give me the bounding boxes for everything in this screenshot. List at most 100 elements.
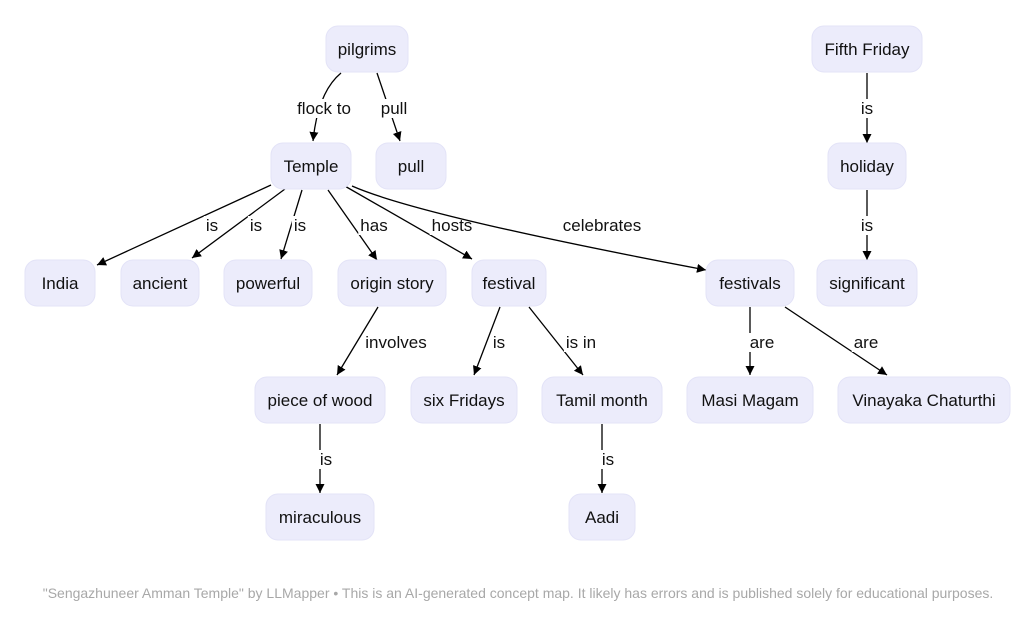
edge-label-background — [560, 216, 644, 235]
edge-label-background — [429, 216, 475, 235]
node-ancient: ancient — [120, 259, 200, 307]
edge-label: is — [861, 216, 873, 235]
edge-origin_story-to-piece_of_wood: involves — [336, 306, 429, 376]
edge-label-background — [490, 333, 508, 352]
node-label: ancient — [133, 274, 188, 293]
node-piece-of-wood: piece of wood — [254, 376, 386, 424]
edge-temple-to-festival: hosts — [342, 184, 475, 260]
node-box — [837, 376, 1011, 424]
edge-label-background — [203, 216, 221, 235]
edge-label-background — [599, 450, 617, 469]
edge-fifth_friday-to-holiday: is — [858, 73, 876, 143]
edge-label: are — [750, 333, 775, 352]
node-label: Vinayaka Chaturthi — [852, 391, 995, 410]
node-label: festivals — [719, 274, 780, 293]
node-origin-story: origin story — [337, 259, 447, 307]
node-pilgrims: pilgrims — [325, 25, 409, 73]
node-label: Masi Magam — [701, 391, 798, 410]
node-label: Temple — [284, 157, 339, 176]
node-temple: Temple — [270, 142, 352, 190]
node-box — [811, 25, 923, 73]
edge-label-background — [247, 216, 265, 235]
node-box — [120, 259, 200, 307]
edge-arrow — [342, 184, 473, 260]
node-festival: festival — [471, 259, 547, 307]
node-tamil-month: Tamil month — [541, 376, 663, 424]
edge-temple-to-ancient: is — [191, 188, 286, 259]
edge-label-background — [378, 99, 410, 118]
node-six-fridays: six Fridays — [410, 376, 518, 424]
node-box — [471, 259, 547, 307]
node-box — [254, 376, 386, 424]
edge-tamil_month-to-aadi: is — [597, 424, 617, 493]
node-label: India — [42, 274, 79, 293]
node-miraculous: miraculous — [265, 493, 375, 541]
edge-label: is — [206, 216, 218, 235]
node-box — [24, 259, 96, 307]
edge-label-background — [858, 216, 876, 235]
node-significant: significant — [816, 259, 918, 307]
edge-label-background — [858, 99, 876, 118]
edge-temple-to-origin_story: has — [327, 189, 390, 261]
node-pull: pull — [375, 142, 447, 190]
edge-label: flock to — [297, 99, 351, 118]
footer-credit: "Sengazhuneer Amman Temple" by LLMapper … — [42, 585, 994, 601]
node-box — [816, 259, 918, 307]
node-box — [375, 142, 447, 190]
edge-arrow — [191, 188, 286, 259]
node-box — [265, 493, 375, 541]
edge-arrow — [351, 185, 707, 273]
node-label: origin story — [350, 274, 434, 293]
node-label: significant — [829, 274, 905, 293]
edge-arrow — [528, 306, 584, 376]
node-box — [827, 142, 907, 190]
edge-festivals-to-masi_magam: are — [745, 307, 777, 375]
edge-label-background — [851, 333, 881, 352]
edge-label: pull — [381, 99, 407, 118]
edge-label-background — [747, 333, 777, 352]
edge-label-background — [363, 333, 429, 352]
edge-label: is — [294, 216, 306, 235]
node-label: festival — [483, 274, 536, 293]
node-label: Tamil month — [556, 391, 648, 410]
edge-arrow — [473, 306, 501, 376]
edge-festival-to-tamil_month: is in — [528, 306, 599, 376]
node-label: Aadi — [585, 508, 619, 527]
node-box — [223, 259, 313, 307]
edge-pilgrims-to-temple: flock to — [295, 72, 353, 142]
node-box — [686, 376, 814, 424]
edge-arrow — [784, 306, 888, 376]
node-label: miraculous — [279, 508, 361, 527]
edge-label-background — [291, 216, 309, 235]
node-box — [337, 259, 447, 307]
edge-label: involves — [365, 333, 426, 352]
edge-holiday-to-significant: is — [858, 190, 876, 260]
node-label: pilgrims — [338, 40, 397, 59]
edge-label-background — [563, 333, 599, 352]
edge-pilgrims-to-pull: pull — [376, 72, 410, 142]
node-india: India — [24, 259, 96, 307]
node-label: holiday — [840, 157, 894, 176]
node-box — [270, 142, 352, 190]
node-box — [410, 376, 518, 424]
edge-label-background — [317, 450, 335, 469]
edge-label: hosts — [432, 216, 473, 235]
node-holiday: holiday — [827, 142, 907, 190]
edge-label: is — [493, 333, 505, 352]
edge-arrow — [327, 189, 378, 261]
node-label: powerful — [236, 274, 300, 293]
edge-label: is — [250, 216, 262, 235]
node-vinayaka-chaturthi: Vinayaka Chaturthi — [837, 376, 1011, 424]
node-label: Fifth Friday — [824, 40, 910, 59]
node-box — [705, 259, 795, 307]
edge-label: are — [854, 333, 879, 352]
node-box — [541, 376, 663, 424]
node-festivals: festivals — [705, 259, 795, 307]
edge-piece_of_wood-to-miraculous: is — [315, 424, 335, 493]
edge-arrow — [279, 189, 303, 260]
node-powerful: powerful — [223, 259, 313, 307]
edge-temple-to-powerful: is — [279, 189, 309, 260]
node-fifth-friday: Fifth Friday — [811, 25, 923, 73]
node-masi-magam: Masi Magam — [686, 376, 814, 424]
